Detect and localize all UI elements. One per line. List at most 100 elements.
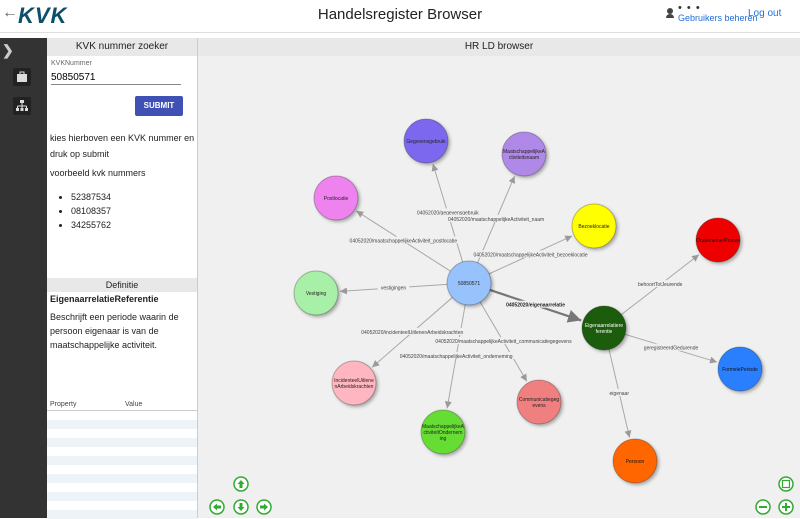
graph-node-persoon[interactable]: Persoon	[612, 438, 658, 484]
node-label: Bezoeklocatie	[578, 224, 609, 230]
edge-label-background	[377, 283, 410, 291]
graph-node-vestiging[interactable]: Vestiging	[293, 270, 339, 316]
node-circle[interactable]	[581, 305, 627, 351]
user-name-masked: • • •	[678, 2, 701, 14]
panel-title: KVK nummer zoeker	[47, 38, 197, 56]
edge-label: 04052020/maatschappelijkeActiviteit_bezo…	[473, 252, 587, 258]
edge-label: 04052020/maatschappelijkeActiviteit_onde…	[400, 354, 513, 360]
examples-label: voorbeeld kvk nummers	[50, 168, 146, 178]
manage-users-link[interactable]: Gebruikers beheren	[678, 13, 758, 23]
graph-node-postlocatie[interactable]: Postlocatie	[313, 175, 359, 221]
edge-label: vestigingen	[381, 285, 407, 291]
node-circle[interactable]	[446, 260, 492, 306]
example-kvk-number[interactable]: 34255762	[71, 218, 111, 232]
edge-label: 04052020/eigenaarrelatie	[506, 303, 565, 309]
value-column-header: Value	[125, 401, 143, 408]
graph-node-gegevensgebruik[interactable]: Gegevensgebruik	[403, 118, 449, 164]
node-label: Gegevensgebruik	[406, 139, 446, 145]
graph-node-ondernemer[interactable]: OndernemerProces	[695, 217, 741, 263]
node-circle[interactable]	[516, 379, 562, 425]
kvk-search-panel: KVK nummer zoeker KVKNummer SUBMIT kies …	[47, 38, 198, 519]
table-row	[47, 447, 197, 456]
node-label: OndernemerProces	[696, 238, 740, 244]
table-row	[47, 465, 197, 474]
edge-label-background	[463, 250, 598, 258]
chevron-right-icon[interactable]: ❯	[2, 42, 14, 58]
property-table: Property Value	[47, 399, 197, 519]
node-circle[interactable]	[717, 346, 763, 392]
graph-node-formele[interactable]: FormelePeriode	[717, 346, 763, 392]
graph-node-bezoeklocatie[interactable]: Bezoeklocatie	[571, 203, 617, 249]
node-label: Postlocatie	[324, 196, 349, 202]
example-list: 52387534 08108357 34255762	[61, 190, 111, 232]
node-circle[interactable]	[403, 118, 449, 164]
edge-label: 04052020/maatschappelijkeActiviteit_comm…	[435, 339, 572, 345]
back-arrow-icon[interactable]: ←	[2, 4, 18, 21]
table-row	[47, 456, 197, 465]
table-row	[47, 438, 197, 447]
network-graph[interactable]: 04052020/gegevensgebruik04052020/maatsch…	[198, 38, 800, 518]
kvk-number-label: KVKNummer	[51, 60, 92, 67]
zoom-out-button[interactable]	[755, 499, 771, 515]
nav-left-button[interactable]	[209, 499, 225, 515]
table-row	[47, 483, 197, 492]
top-bar: ← KVK Handelsregister Browser • • • Gebr…	[0, 0, 800, 33]
node-circle[interactable]	[313, 175, 359, 221]
graph-title: HR LD browser	[198, 38, 800, 56]
table-row	[47, 501, 197, 510]
instruction-text: kies hierboven een KVK nummer en druk op…	[50, 133, 195, 159]
sitemap-icon[interactable]	[13, 97, 31, 115]
node-circle[interactable]	[331, 360, 377, 406]
side-rail: ❯	[0, 38, 47, 518]
table-row	[47, 411, 197, 420]
edge-label-background	[353, 327, 472, 335]
table-row	[47, 510, 197, 519]
zoom-in-button[interactable]	[778, 499, 794, 515]
node-circle[interactable]	[501, 131, 547, 177]
edge-label-background	[607, 389, 632, 397]
table-row	[47, 474, 197, 483]
node-label: FormelePeriode	[722, 367, 758, 373]
node-circle[interactable]	[293, 270, 339, 316]
node-circle[interactable]	[420, 409, 466, 455]
edge-label: eigenaar	[610, 391, 630, 397]
graph-node-center[interactable]: 50850571	[446, 260, 492, 306]
nav-down-button[interactable]	[233, 499, 249, 515]
nav-up-button[interactable]	[233, 476, 249, 492]
briefcase-icon[interactable]	[13, 68, 31, 86]
node-label: Vestiging	[306, 291, 327, 297]
table-row	[47, 492, 197, 501]
node-circle[interactable]	[571, 203, 617, 249]
zoom-fit-button[interactable]	[778, 476, 794, 492]
table-row	[47, 429, 197, 438]
edge-label-background	[391, 352, 521, 360]
property-table-header: Property Value	[47, 399, 197, 411]
example-kvk-number[interactable]: 08108357	[71, 204, 111, 218]
example-kvk-number[interactable]: 52387534	[71, 190, 111, 204]
node-label: Persoon	[626, 459, 645, 465]
edge-label: geregistreerdGedurende	[644, 346, 699, 352]
edge-label: behoortTotJeurende	[638, 282, 683, 288]
kvk-number-input[interactable]	[51, 70, 181, 85]
user-icon	[666, 8, 674, 18]
edge-label-background	[414, 208, 482, 216]
nav-right-button[interactable]	[256, 499, 272, 515]
node-circle[interactable]	[612, 438, 658, 484]
logout-link[interactable]: Log out	[748, 8, 782, 19]
edge-label-background	[502, 300, 569, 308]
submit-button[interactable]: SUBMIT	[135, 96, 183, 116]
property-column-header: Property	[50, 401, 77, 408]
edge-label: 04052020/incidenteelUitlenenArbeidskrach…	[361, 330, 463, 336]
node-circle[interactable]	[695, 217, 741, 263]
kvk-logo: KVK	[18, 3, 68, 28]
